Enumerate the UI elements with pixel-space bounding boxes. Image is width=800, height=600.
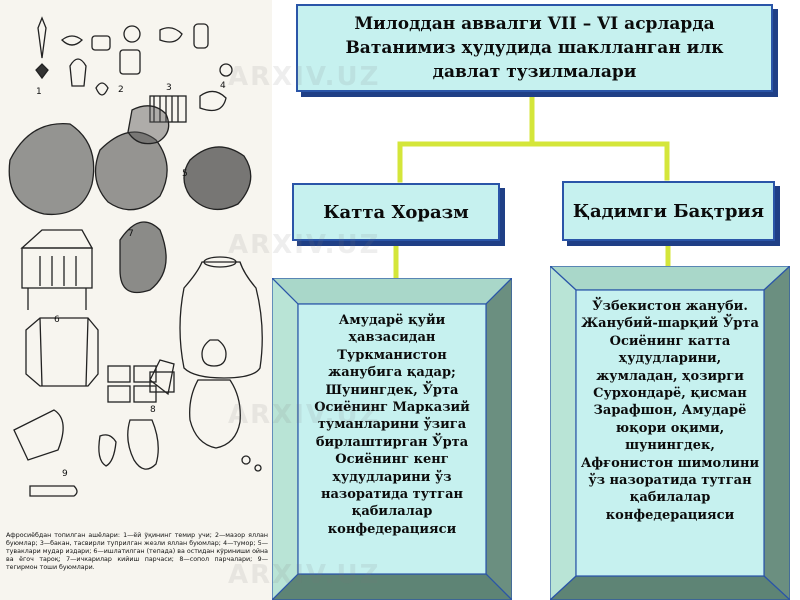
khorezm-description: Амударё қуйи ҳавзасидан Туркманистон жан… xyxy=(314,313,470,537)
pendant-drawing xyxy=(35,63,49,80)
tile-3 xyxy=(107,385,131,403)
textile-fragment xyxy=(119,221,167,294)
grinder-drawing xyxy=(29,485,78,497)
artifact-number-6: 6 xyxy=(54,315,60,325)
button-drawing xyxy=(219,63,233,77)
bactria-description-panel: Ўзбекистон жануби. Жанубий-шарқий Ўрта О… xyxy=(550,266,790,600)
large-vessel-drawing xyxy=(179,261,263,379)
fibula-drawing xyxy=(199,90,227,112)
node-bactria: Қадимги Бақтрия xyxy=(562,181,775,241)
artifact-number-1: 1 xyxy=(36,87,42,97)
buckle-drawing-2 xyxy=(119,49,141,75)
stone-fragment-4 xyxy=(183,146,252,211)
artifact-number-9: 9 xyxy=(62,469,68,479)
artifact-number-8: 8 xyxy=(150,405,156,415)
figurine-drawing xyxy=(98,434,117,467)
tile-2 xyxy=(133,365,157,383)
amulet-drawing xyxy=(69,58,87,87)
artifact-caption: Афросиёбдан топилган ашёлари: 1—ёй ўқини… xyxy=(6,532,268,571)
node-khorezm-label: Катта Хоразм xyxy=(323,201,469,223)
tile-5 xyxy=(149,371,175,393)
box-drawing xyxy=(25,317,99,387)
earring-drawing xyxy=(95,82,109,96)
node-khorezm: Катта Хоразм xyxy=(292,183,500,241)
node-bactria-label: Қадимги Бақтрия xyxy=(572,200,765,222)
artifact-number-4: 4 xyxy=(220,81,226,91)
grindstone-fragment xyxy=(13,409,64,461)
tile-1 xyxy=(107,365,131,383)
artifact-number-7: 7 xyxy=(128,229,134,239)
tile-4 xyxy=(133,385,157,403)
brooch-drawing xyxy=(159,27,183,43)
artifact-number-3: 3 xyxy=(166,83,172,93)
bactria-description: Ўзбекистон жануби. Жанубий-шарқий Ўрта О… xyxy=(580,299,760,523)
artifact-number-5: 5 xyxy=(182,169,188,179)
tall-jar-drawing xyxy=(127,419,159,470)
bead-drawing-3 xyxy=(254,464,262,472)
shard-drawing xyxy=(149,359,175,396)
bead-drawing-2 xyxy=(241,455,251,465)
stone-fragment-3 xyxy=(127,105,170,145)
bactria-bevel-frame xyxy=(550,266,790,600)
stone-fragment-1 xyxy=(8,123,95,216)
stone-fragment-2 xyxy=(94,131,168,211)
diagram-title-text: Милоддан аввалги VII – VI асрларда Ватан… xyxy=(345,14,724,82)
buckle-drawing xyxy=(91,35,111,51)
khorezm-bevel-frame xyxy=(272,278,512,600)
artifact-number-2: 2 xyxy=(118,85,124,95)
casket-drawing xyxy=(21,247,93,289)
diagram-title: Милоддан аввалги VII – VI асрларда Ватан… xyxy=(296,4,773,92)
ring-drawing xyxy=(61,35,83,46)
arrowhead-drawing xyxy=(37,16,47,59)
khorezm-description-panel: Амударё қуйи ҳавзасидан Туркманистон жан… xyxy=(272,278,512,600)
cylinder-drawing xyxy=(193,23,209,49)
artifact-drawings: 1 2 3 4 5 6 7 8 9 xyxy=(8,16,263,497)
flask-drawing xyxy=(189,379,241,449)
artifact-plate: 1 2 3 4 5 6 7 8 9 Афросиёбдан топилган а… xyxy=(0,0,272,600)
small-jug-drawing xyxy=(201,339,227,367)
bead-drawing xyxy=(123,25,141,43)
